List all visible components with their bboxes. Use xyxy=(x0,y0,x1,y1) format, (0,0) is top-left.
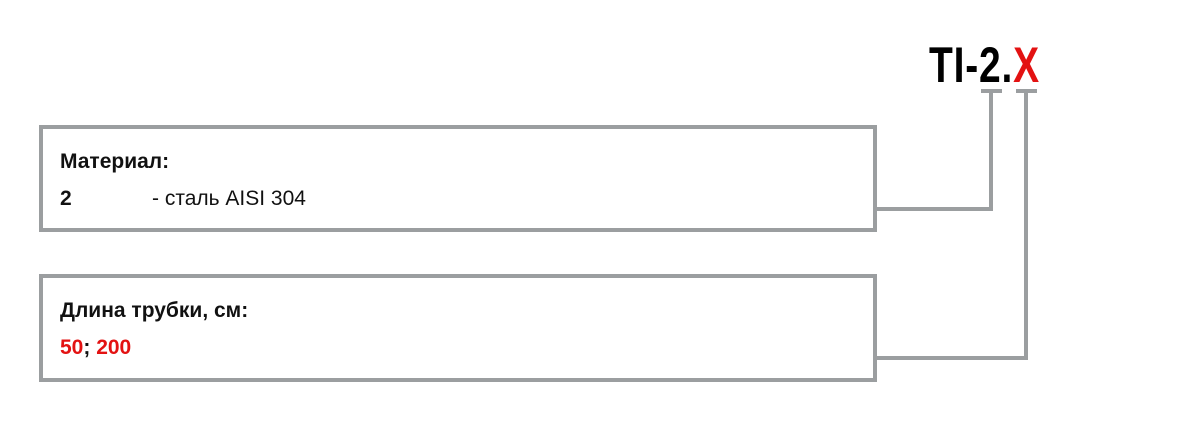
length-option-50: 50 xyxy=(60,336,84,359)
material-box: Материал: 2 - сталь AISI 304 xyxy=(39,125,877,232)
material-code: 2 xyxy=(60,187,72,210)
length-option-200: 200 xyxy=(96,336,132,359)
connector-length-vertical xyxy=(1024,89,1028,360)
connector-material-vertical xyxy=(989,89,993,211)
connector-length-horizontal xyxy=(876,356,1028,360)
length-separator: ; xyxy=(83,336,91,359)
model-code-prefix: TI-2. xyxy=(929,37,1014,93)
model-code-title: TI-2.X xyxy=(929,36,1040,94)
length-box: Длина трубки, см: 50; 200 xyxy=(39,274,877,382)
connector-material-horizontal xyxy=(876,207,993,211)
length-options: 50; 200 xyxy=(60,336,131,360)
model-code-variable: X xyxy=(1013,37,1040,93)
material-heading: Материал: xyxy=(60,150,170,173)
length-heading: Длина трубки, см: xyxy=(60,299,249,322)
material-description: - сталь AISI 304 xyxy=(152,187,306,210)
